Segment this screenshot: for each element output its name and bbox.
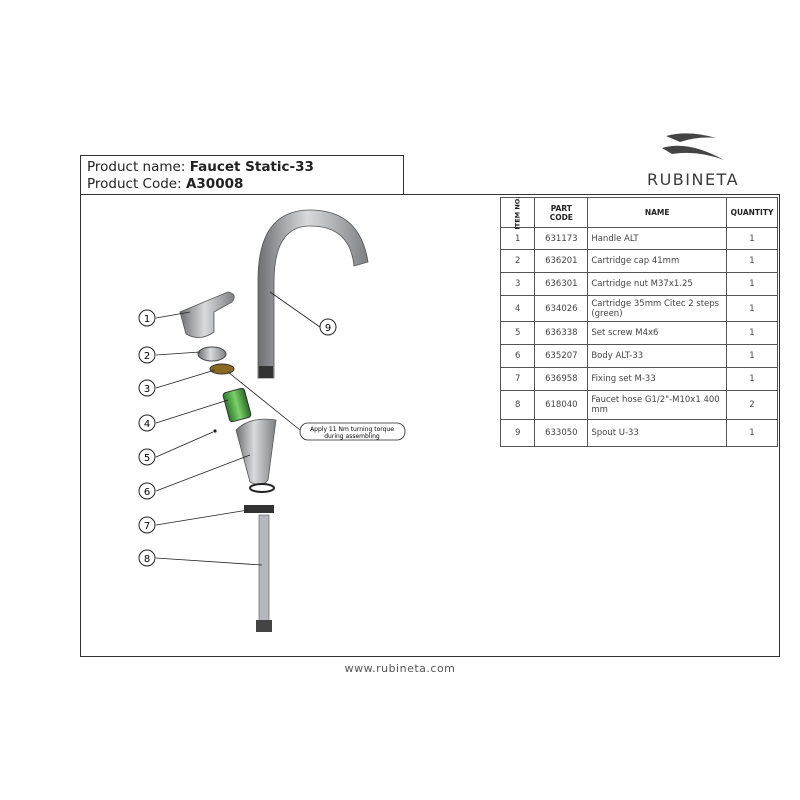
logo-text: RUBINETA <box>646 170 740 189</box>
fixing-set-part <box>244 483 275 513</box>
leader-lines <box>155 291 321 566</box>
callouts: 1 2 3 4 5 6 7 8 9 <box>138 309 337 567</box>
cell-item: 3 <box>499 272 536 296</box>
svg-text:9: 9 <box>325 323 331 334</box>
cell-code: 618040 <box>534 390 589 420</box>
cell-qty: 1 <box>726 227 778 250</box>
svg-text:during assembling: during assembling <box>324 433 380 440</box>
cell-qty: 1 <box>726 272 778 296</box>
svg-text:1: 1 <box>144 314 150 325</box>
svg-text:5: 5 <box>144 453 150 464</box>
cell-code: 634026 <box>534 295 589 322</box>
website-url[interactable]: www.rubineta.com <box>344 662 456 675</box>
cell-item: 9 <box>499 419 536 447</box>
cell-name: Cartridge nut M37x1.25 <box>587 272 727 296</box>
cell-code: 636201 <box>534 249 589 273</box>
product-name: Faucet Static-33 <box>189 159 314 175</box>
cell-name: Handle ALT <box>587 227 727 250</box>
callout-1: 1 <box>138 309 156 327</box>
cell-qty: 2 <box>726 390 778 420</box>
col-part-code: PART CODE <box>534 197 589 228</box>
logo-swoosh-icon <box>662 133 724 160</box>
product-code: A30008 <box>185 176 244 192</box>
cell-qty: 1 <box>726 321 778 345</box>
torque-note: Apply 11 Nm turning torque during assemb… <box>299 422 406 441</box>
cell-name: Cartridge cap 41mm <box>587 249 727 273</box>
cell-item: 6 <box>499 344 536 368</box>
callout-8: 8 <box>138 549 156 567</box>
callout-9: 9 <box>319 318 337 336</box>
callout-6: 6 <box>138 482 156 500</box>
drawing-frame <box>80 194 780 657</box>
cell-qty: 1 <box>726 367 778 391</box>
set-screw-part <box>213 429 217 433</box>
svg-text:Apply 11 Nm turning torque: Apply 11 Nm turning torque <box>310 426 394 433</box>
handle-part <box>179 291 235 338</box>
cartridge-cap-part <box>197 346 227 362</box>
svg-text:7: 7 <box>144 521 150 532</box>
svg-text:4: 4 <box>144 419 150 430</box>
cell-code: 631173 <box>534 227 589 250</box>
cell-name: Cartridge 35mm Citec 2 steps (green) <box>587 295 727 322</box>
cell-item: 7 <box>499 367 536 391</box>
callout-2: 2 <box>138 346 156 364</box>
cell-item: 2 <box>499 249 536 273</box>
cell-item: 4 <box>499 295 536 322</box>
cell-item: 1 <box>499 227 536 250</box>
cell-qty: 1 <box>726 295 778 322</box>
cell-item: 5 <box>499 321 536 345</box>
cell-name: Body ALT-33 <box>587 344 727 368</box>
callout-4: 4 <box>138 414 156 432</box>
callout-5: 5 <box>138 448 156 466</box>
cell-qty: 1 <box>726 344 778 368</box>
svg-text:8: 8 <box>144 554 150 565</box>
cell-code: 633050 <box>534 419 589 447</box>
cell-code: 635207 <box>534 344 589 368</box>
cell-qty: 1 <box>726 419 778 447</box>
body-part <box>235 418 277 485</box>
product-name-label: Product name: <box>87 159 190 175</box>
cartridge-nut-part <box>209 363 235 375</box>
rubineta-logo: RUBINETA <box>638 132 748 189</box>
cell-name: Spout U-33 <box>587 419 727 447</box>
cell-name: Fixing set M-33 <box>587 367 727 391</box>
cartridge-part <box>222 387 252 423</box>
product-header: Product name: Faucet Static-33 Product C… <box>80 155 404 194</box>
cell-name: Set screw M4x6 <box>587 321 727 345</box>
svg-text:3: 3 <box>144 384 150 395</box>
col-item-no: ITEM NO. <box>499 196 536 229</box>
col-name: NAME <box>587 197 727 228</box>
product-code-label: Product Code: <box>87 176 186 192</box>
svg-text:2: 2 <box>144 351 150 362</box>
callout-3: 3 <box>138 379 156 397</box>
cell-name: Faucet hose G1/2"-M10x1 400 mm <box>587 390 727 420</box>
cell-item: 8 <box>499 390 536 420</box>
cell-qty: 1 <box>726 249 778 273</box>
col-quantity: QUANTITY <box>726 197 778 228</box>
cell-code: 636338 <box>534 321 589 345</box>
hose-part <box>256 514 272 632</box>
svg-text:6: 6 <box>144 487 150 498</box>
cell-code: 636958 <box>534 367 589 391</box>
cell-code: 636301 <box>534 272 589 296</box>
callout-7: 7 <box>138 516 156 534</box>
spout-part <box>257 209 369 379</box>
